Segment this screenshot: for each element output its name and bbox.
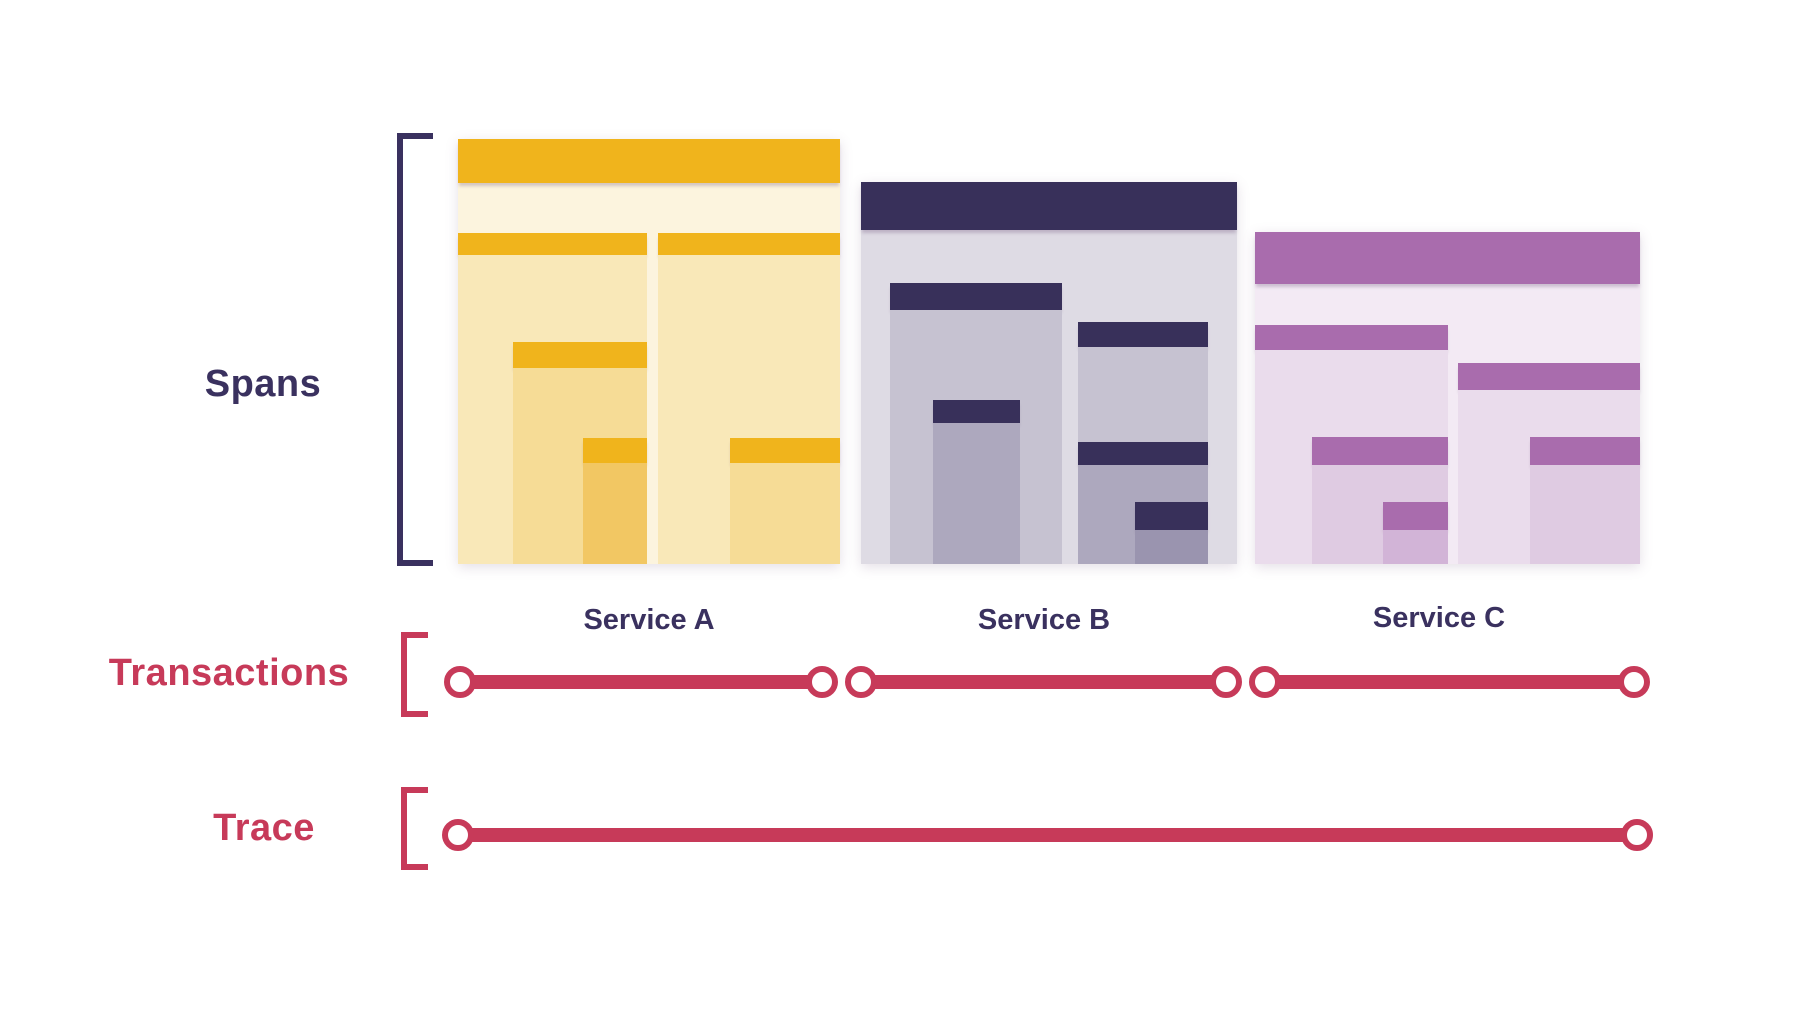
span-bar — [1078, 442, 1208, 465]
service-a-root-span-bar — [458, 139, 840, 183]
trace-start-dot — [442, 819, 474, 851]
service-b-root-span-bar — [861, 182, 1237, 230]
span-bar — [1530, 437, 1640, 465]
service-c-block — [1255, 232, 1640, 564]
span-bar — [1458, 363, 1640, 390]
span-b2-grandchild — [1135, 502, 1208, 564]
transaction-a-end-dot — [806, 666, 838, 698]
transaction-c-start-dot — [1249, 666, 1281, 698]
spans-label: Spans — [204, 363, 322, 405]
span-body — [1383, 530, 1448, 564]
span-body — [730, 463, 840, 564]
span-bar — [1312, 437, 1448, 465]
span-body — [1135, 530, 1208, 564]
span-bar — [730, 438, 840, 463]
span-bar — [458, 233, 647, 255]
span-bar — [513, 342, 647, 368]
span-body — [933, 423, 1020, 564]
span-bar — [1135, 502, 1208, 530]
span-bar — [583, 438, 647, 463]
span-a2-child — [730, 438, 840, 564]
transactions-label: Transactions — [108, 652, 350, 694]
trace-line — [458, 828, 1637, 842]
span-bar — [1078, 322, 1208, 347]
span-bar — [890, 283, 1062, 310]
span-a1-grandchild — [583, 438, 647, 564]
service-b-block — [861, 182, 1237, 564]
span-body — [1530, 465, 1640, 564]
service-b-label: Service B — [977, 604, 1111, 636]
trace-label: Trace — [213, 807, 315, 849]
span-c2-child — [1530, 437, 1640, 564]
service-a-block — [458, 139, 840, 564]
transaction-a-start-dot — [444, 666, 476, 698]
transaction-line-service-c — [1265, 675, 1634, 689]
span-c1-grandchild — [1383, 502, 1448, 564]
transaction-c-end-dot — [1618, 666, 1650, 698]
span-bar — [1383, 502, 1448, 530]
span-b1-child — [933, 400, 1020, 564]
service-a-label: Service A — [583, 604, 715, 636]
span-bar — [1255, 325, 1448, 350]
span-bar — [933, 400, 1020, 423]
trace-bracket — [401, 787, 428, 870]
span-bar — [658, 233, 840, 255]
transaction-line-service-b — [861, 675, 1226, 689]
trace-end-dot — [1621, 819, 1653, 851]
spans-bracket — [397, 133, 433, 566]
transaction-line-service-a — [460, 675, 822, 689]
transaction-b-end-dot — [1210, 666, 1242, 698]
transaction-b-start-dot — [845, 666, 877, 698]
service-c-root-span-bar — [1255, 232, 1640, 284]
transactions-bracket — [401, 632, 428, 717]
span-body — [583, 463, 647, 564]
service-c-label: Service C — [1372, 602, 1506, 634]
